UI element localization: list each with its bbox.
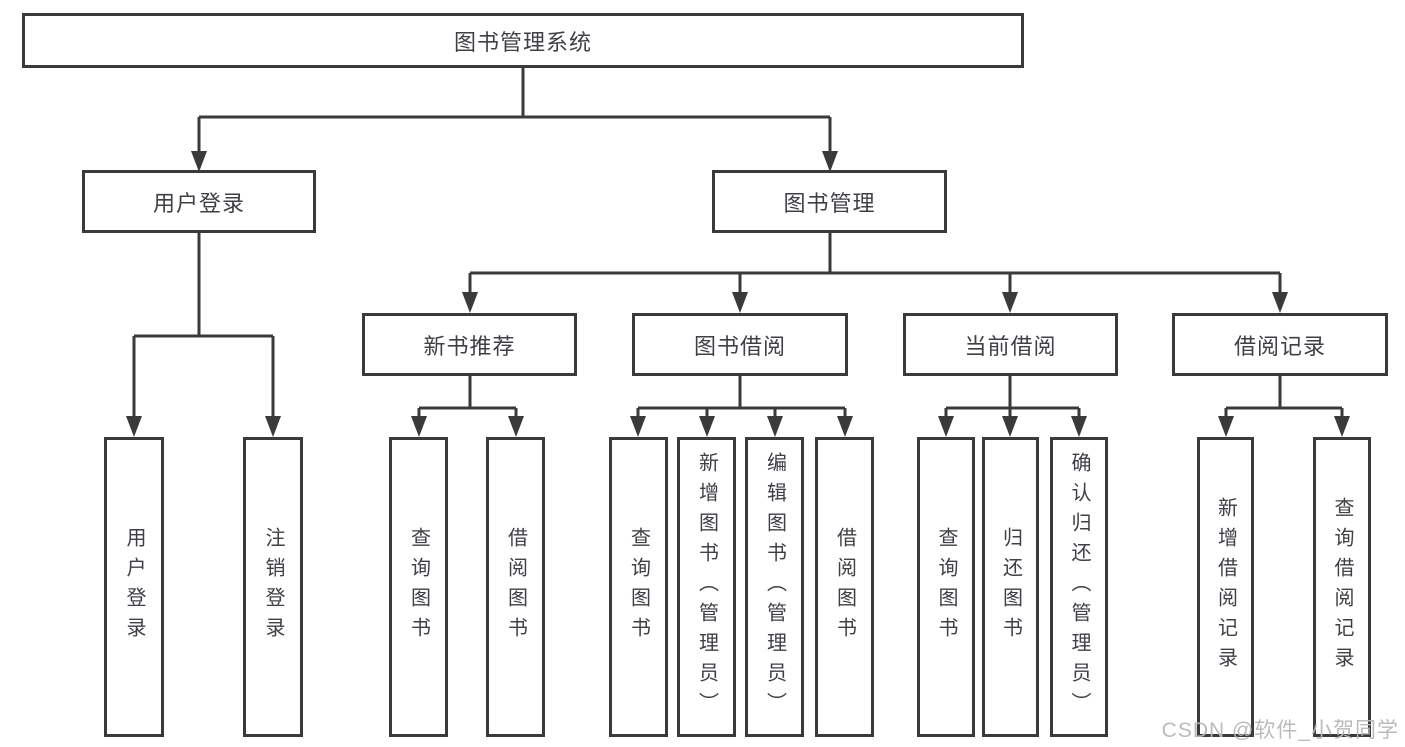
- arrowheads: [126, 151, 1350, 437]
- node-book-management: 图书管理: [712, 170, 947, 233]
- node-leaf-confirm-return-admin: 确认归还（管理员）: [1050, 437, 1108, 737]
- node-leaf-logout: 注销登录: [243, 437, 303, 737]
- node-label: 当前借阅: [964, 333, 1057, 359]
- node-label: 图书借阅: [693, 333, 786, 359]
- node-user-login: 用户登录: [82, 170, 316, 233]
- node-library-management-system: 图书管理系统: [22, 13, 1024, 68]
- node-book-borrowing: 图书借阅: [632, 313, 848, 376]
- node-leaf-search-books-recommend: 查询图书: [389, 437, 448, 737]
- node-label: 新增图书（管理员）: [695, 452, 718, 722]
- node-leaf-borrow-books-recommend: 借阅图书: [486, 437, 545, 737]
- node-label: 注销登录: [262, 527, 284, 647]
- node-label: 编辑图书（管理员）: [763, 452, 786, 722]
- node-label: 借阅图书: [833, 527, 856, 647]
- node-current-borrowing: 当前借阅: [903, 313, 1118, 376]
- node-label: 确认归还（管理员）: [1068, 452, 1090, 722]
- node-label: 查询借阅记录: [1331, 497, 1353, 677]
- node-label: 借阅图书: [504, 527, 527, 647]
- node-leaf-add-books-admin: 新增图书（管理员）: [677, 437, 736, 737]
- node-label: 用户登录: [123, 527, 145, 647]
- csdn-watermark: CSDN @软件_小贺同学: [1161, 719, 1399, 742]
- node-leaf-search-borrow-record: 查询借阅记录: [1313, 437, 1371, 737]
- node-label: 图书管理系统: [453, 29, 592, 55]
- node-leaf-return-books: 归还图书: [982, 437, 1039, 737]
- node-borrowing-records: 借阅记录: [1172, 313, 1388, 376]
- node-label: 用户登录: [152, 190, 245, 216]
- node-label: 归还图书: [999, 527, 1022, 647]
- node-label: 借阅记录: [1233, 333, 1326, 359]
- node-new-book-recommendation: 新书推荐: [362, 313, 577, 376]
- node-leaf-search-books-borrowing: 查询图书: [609, 437, 668, 737]
- node-label: 查询图书: [627, 527, 650, 647]
- node-leaf-borrow-books: 借阅图书: [815, 437, 874, 737]
- node-leaf-user-login: 用户登录: [104, 437, 164, 737]
- node-leaf-add-borrow-record: 新增借阅记录: [1197, 437, 1254, 737]
- node-label: 新书推荐: [423, 333, 516, 359]
- node-label: 新增借阅记录: [1214, 497, 1237, 677]
- node-label: 图书管理: [783, 190, 876, 216]
- node-leaf-edit-books-admin: 编辑图书（管理员）: [745, 437, 804, 737]
- node-leaf-search-books-current: 查询图书: [917, 437, 975, 737]
- node-label: 查询图书: [935, 527, 957, 647]
- node-label: 查询图书: [407, 527, 430, 647]
